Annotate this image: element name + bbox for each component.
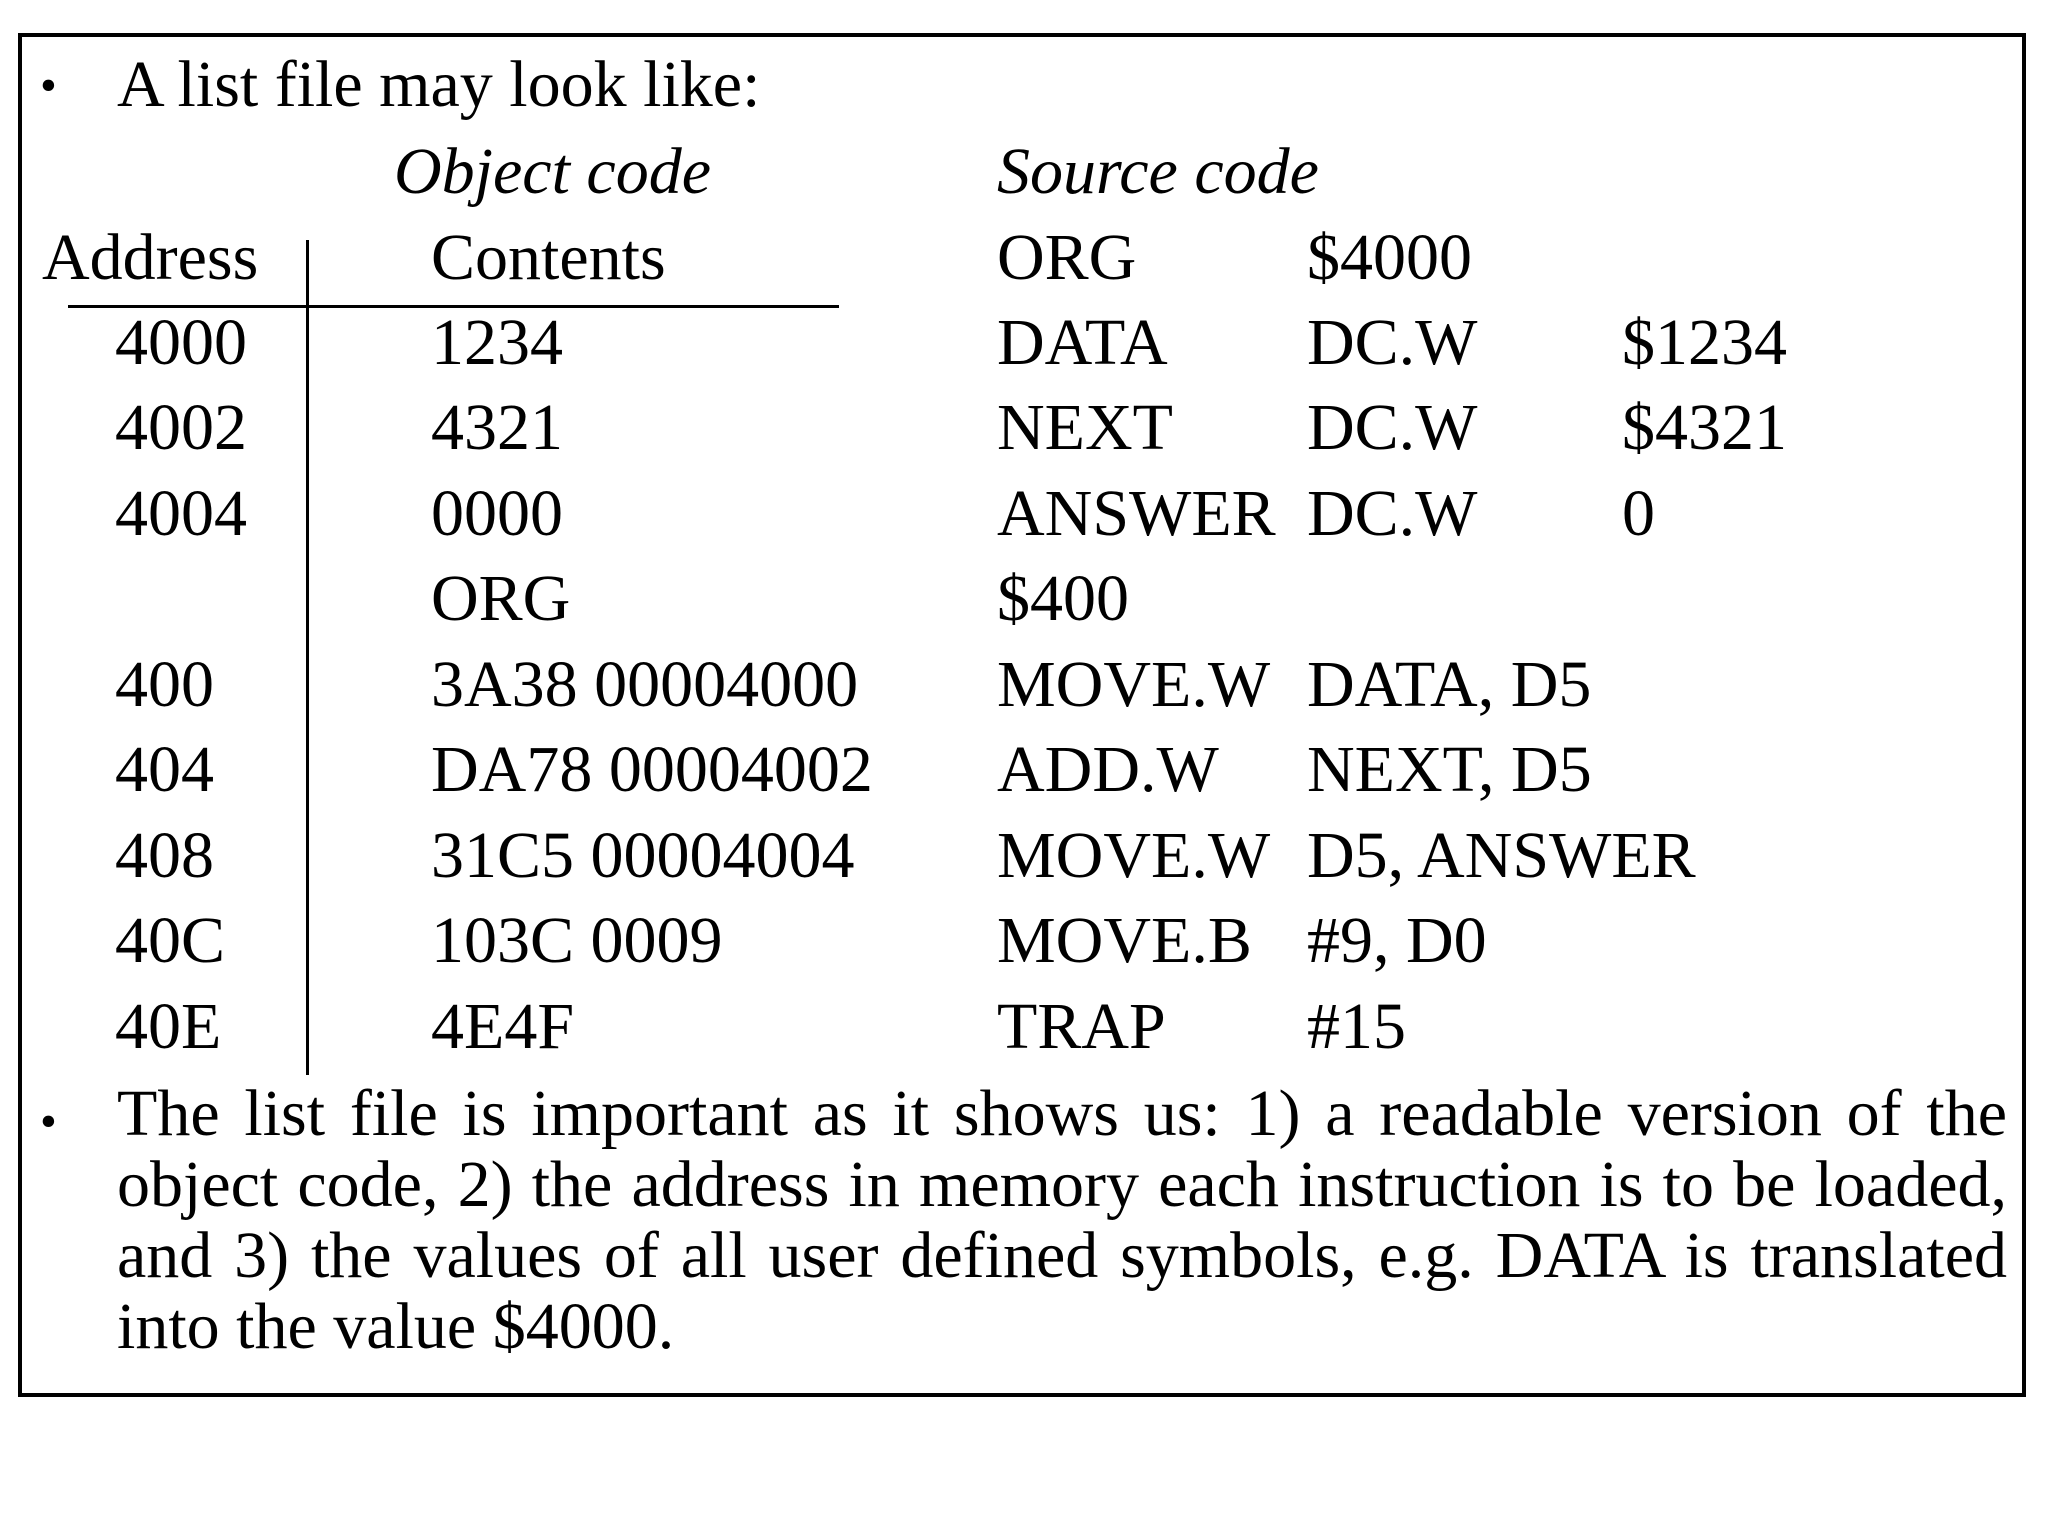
row-source-op: DATA, D5 <box>1307 648 1592 721</box>
source-header-operand: $4000 <box>1307 221 1472 294</box>
row-source-op: D5, ANSWER <box>1307 819 1696 892</box>
row-source-label: ANSWER <box>997 477 1276 550</box>
row-contents: 3A38 00004000 <box>431 648 859 721</box>
row-source-label: ADD.W <box>997 733 1219 806</box>
row-source-operand: 0 <box>1622 477 1655 550</box>
object-code-heading: Object code <box>394 135 712 208</box>
row-source-op: DC.W <box>1307 306 1478 379</box>
row-source-label: DATA <box>997 306 1168 379</box>
row-address: 408 <box>115 819 214 892</box>
row-address: 400 <box>115 648 214 721</box>
row-address: 404 <box>115 733 214 806</box>
row-source-op: #15 <box>1307 990 1406 1063</box>
row-address: 4002 <box>115 391 247 464</box>
row-source-operand: $1234 <box>1622 306 1787 379</box>
bullet-marker: • <box>40 59 57 112</box>
row-contents: 31C5 00004004 <box>431 819 855 892</box>
intro-text: A list file may look like: <box>117 48 761 121</box>
row-source-op: NEXT, D5 <box>1307 733 1592 806</box>
row-source-op: DC.W <box>1307 477 1478 550</box>
address-column-header: Address <box>42 221 259 294</box>
row-contents: 103C 0009 <box>431 904 723 977</box>
bullet-marker: • <box>40 1095 57 1148</box>
slide-frame <box>18 33 2026 1397</box>
table-vertical-rule <box>306 240 309 1075</box>
row-address: 4000 <box>115 306 247 379</box>
row-contents: 1234 <box>431 306 563 379</box>
row-source-op: #9, D0 <box>1307 904 1487 977</box>
contents-column-header: Contents <box>431 221 666 294</box>
row-source-operand: $4321 <box>1622 391 1787 464</box>
row-source-op: DC.W <box>1307 391 1478 464</box>
conclusion-paragraph: The list file is important as it shows u… <box>117 1077 2007 1363</box>
row-address: 4004 <box>115 477 247 550</box>
row-contents: 4321 <box>431 391 563 464</box>
row-source-label: MOVE.W <box>997 648 1271 721</box>
row-contents: DA78 00004002 <box>431 733 873 806</box>
source-header-label: ORG <box>997 221 1137 294</box>
table-horizontal-rule <box>68 305 839 308</box>
row-source-label: $400 <box>997 562 1129 635</box>
source-code-heading: Source code <box>997 135 1319 208</box>
row-source-label: NEXT <box>997 391 1173 464</box>
row-address: 40C <box>115 904 226 977</box>
row-source-label: MOVE.B <box>997 904 1252 977</box>
row-source-label: TRAP <box>997 990 1166 1063</box>
row-contents: 0000 <box>431 477 563 550</box>
row-source-label: MOVE.W <box>997 819 1271 892</box>
row-contents: 4E4F <box>431 990 575 1063</box>
row-address: 40E <box>115 990 222 1063</box>
row-contents: ORG <box>431 562 571 635</box>
